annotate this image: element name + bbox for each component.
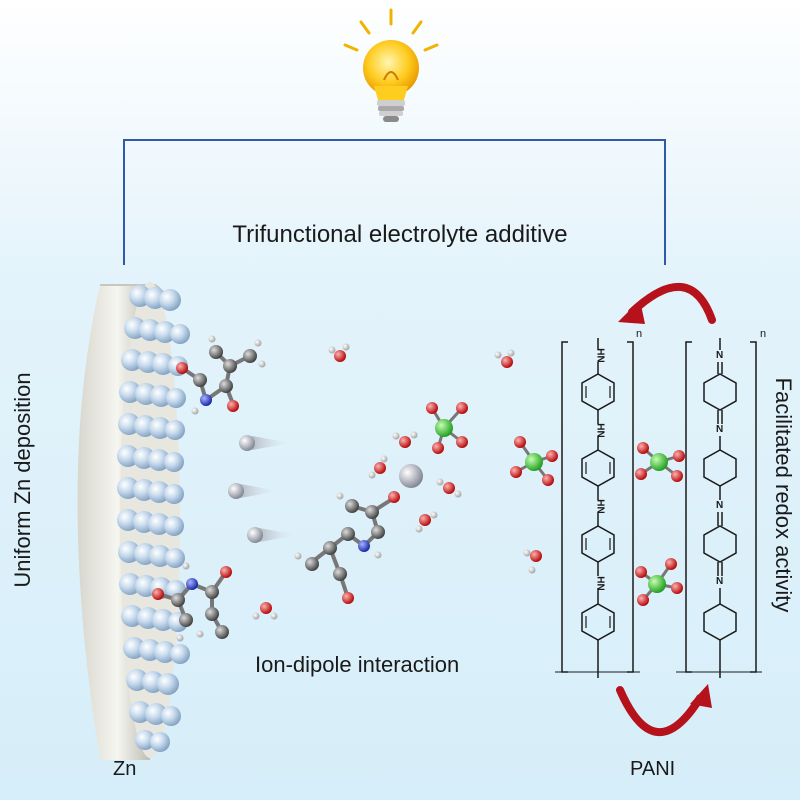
bracket-connector [123,139,666,265]
pani-amine-label-1: HN [594,348,606,363]
pani-reduced-hexagon-inner [585,386,611,628]
pani-amine-label-3: HN [594,499,606,514]
redox-arrow-top [618,283,716,324]
water-molecules [252,343,542,620]
zinc-deposit-spheres [117,285,190,752]
pani-imine-label-1: N [716,350,724,361]
zinc-ions [228,435,423,543]
repeat-unit-label-right: n [760,328,767,340]
pani-amine-label-2: HN [594,423,606,438]
additive-molecule-1 [176,335,266,415]
pani-reduced-chain [555,338,640,678]
pani-oxidized-chain [676,338,762,678]
zn-label: Zn [113,758,137,780]
additive-molecule-3 [152,562,232,642]
pani-amine-label-4: HN [594,576,606,591]
redox-arrow-bottom [616,684,712,736]
repeat-unit-label-left: n [636,328,643,340]
pani-imine-label-3: N [716,500,724,511]
ion-dipole-label: Ion-dipole interaction [255,652,460,677]
pani-imine-label-2: N [716,424,724,435]
lightbulb-icon [343,8,439,122]
diagram-title: Trifunctional electrolyte additive [232,221,568,248]
uniform-deposition-label: Uniform Zn deposition [10,372,35,588]
redox-activity-label: Facilitated redox activity [771,377,796,613]
perchlorate-anions [426,402,685,606]
additive-molecule-2 [294,491,400,604]
pani-imine-label-4: N [716,576,724,587]
pani-label: PANI [630,758,676,780]
